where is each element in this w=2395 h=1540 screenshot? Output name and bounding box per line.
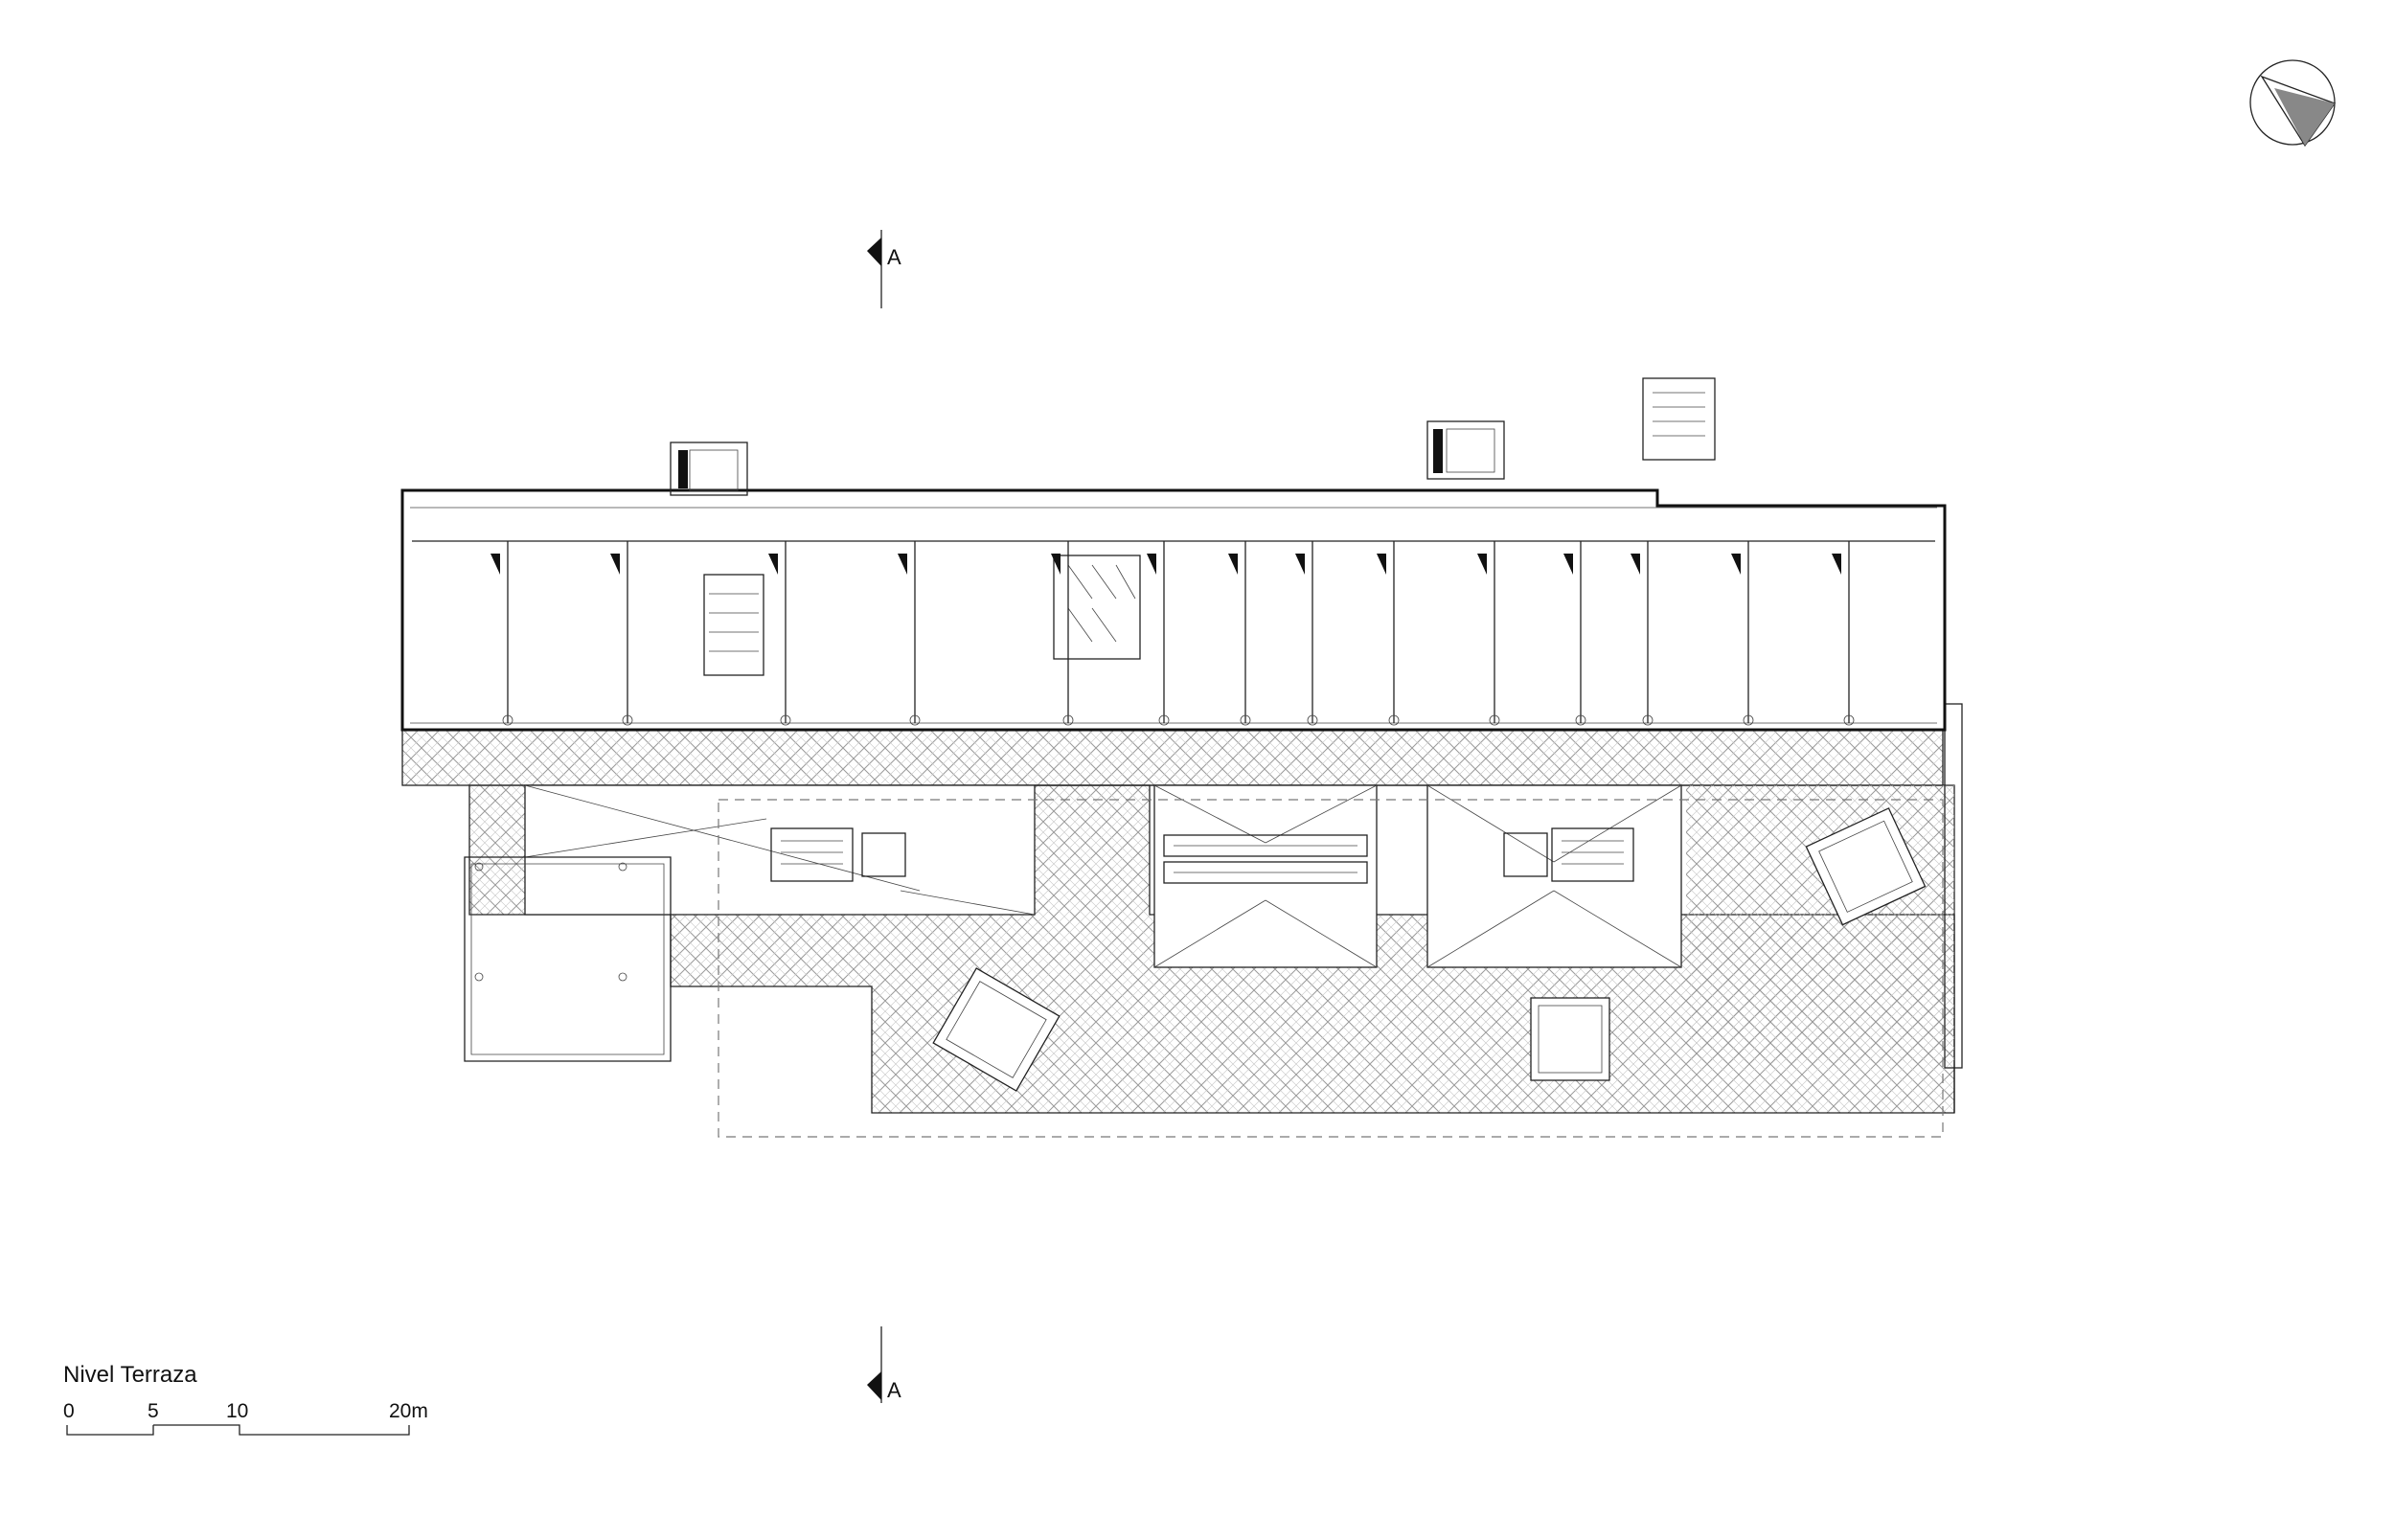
section-label-top: A: [887, 245, 901, 269]
column: [1240, 714, 1251, 726]
edge-railing: [1944, 703, 1963, 1069]
building-block: [400, 488, 1947, 732]
fixture-marker: [1563, 554, 1573, 575]
pavilion-right: [1805, 807, 1927, 926]
fixture-marker: [1228, 554, 1238, 575]
column: [909, 714, 921, 726]
skylight-center: [1153, 784, 1378, 968]
column: [1489, 714, 1500, 726]
scale-bar: [66, 1424, 410, 1436]
fixture-marker: [1147, 554, 1156, 575]
stair-tower-2: [1426, 420, 1505, 480]
column: [1575, 714, 1586, 726]
stair-tower-1: [670, 442, 748, 496]
column: [1307, 714, 1318, 726]
fixture-marker: [1477, 554, 1487, 575]
restroom-block: [1053, 555, 1141, 660]
fixture-marker: [1832, 554, 1841, 575]
pavilion-center: [1530, 997, 1610, 1081]
stair-core-left: [770, 827, 906, 882]
skylight-left: [524, 784, 1036, 916]
scale-label-0: 0: [63, 1400, 75, 1422]
fixture-marker: [610, 554, 620, 575]
scale-label-10: 10: [226, 1400, 248, 1422]
escalators: [1163, 834, 1368, 884]
stair-tower-3: [1642, 377, 1716, 461]
skylight-right: [1426, 784, 1682, 968]
drawing-title: Nivel Terraza: [63, 1362, 197, 1388]
column: [1843, 714, 1855, 726]
fixture-marker: [1051, 554, 1061, 575]
fixture-marker: [1295, 554, 1305, 575]
scale-label-5: 5: [148, 1400, 159, 1422]
fixture-marker: [490, 554, 500, 575]
column: [1642, 714, 1654, 726]
fixture-marker: [1631, 554, 1640, 575]
column: [1388, 714, 1400, 726]
column: [780, 714, 791, 726]
interior-stair: [703, 574, 764, 676]
column: [1062, 714, 1074, 726]
section-cut-icon: [867, 1326, 882, 1403]
roof-outline: [718, 799, 1944, 1138]
column: [502, 714, 513, 726]
column: [1743, 714, 1754, 726]
fixture-marker: [1731, 554, 1741, 575]
stair-core-right: [1503, 827, 1634, 882]
room-partitions: [412, 540, 1935, 726]
column: [622, 714, 633, 726]
north-arrow-icon: [2249, 59, 2337, 147]
scale-label-20m: 20m: [389, 1400, 428, 1422]
column: [1158, 714, 1170, 726]
fixture-marker: [1377, 554, 1386, 575]
terrace-open-area: [464, 856, 672, 1062]
section-label-bottom: A: [887, 1378, 901, 1402]
pavilion-left: [932, 967, 1061, 1092]
fixture-marker: [898, 554, 907, 575]
fixture-marker: [768, 554, 778, 575]
section-cut-icon: [867, 230, 882, 308]
